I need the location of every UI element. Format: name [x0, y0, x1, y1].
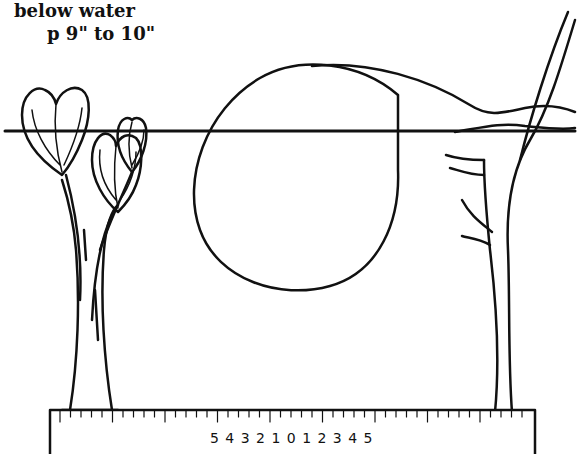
leaf: [92, 134, 141, 212]
water-line: [5, 130, 575, 133]
ruler-tick: [154, 410, 155, 417]
ruler-tick: [238, 410, 239, 417]
plant-stem: [84, 230, 98, 340]
leaf-vein: [32, 104, 82, 172]
plant-stem: [66, 175, 80, 300]
ruler-tick: [143, 410, 144, 417]
ruler-tick: [353, 410, 354, 417]
ruler-tick: [500, 410, 501, 417]
ruler-numbers: 5 4 3 2 1 0 1 2 3 4 5: [208, 430, 375, 446]
ruler: [50, 410, 535, 454]
ruler-ticks: [60, 410, 522, 422]
tree-trunk: [508, 20, 575, 412]
ruler-tick: [133, 410, 134, 417]
ruler-tick: [80, 410, 81, 417]
ruler-tick: [448, 410, 449, 417]
ruler-tick: [164, 410, 165, 422]
ruler-tick: [521, 410, 522, 417]
ruler-tick: [458, 410, 459, 417]
tree-trunk: [484, 160, 497, 412]
ruler-tick: [227, 410, 228, 417]
leaf: [118, 118, 147, 172]
leaf-vein: [100, 146, 136, 208]
ruler-tick: [59, 410, 60, 422]
ruler-tick: [479, 410, 480, 422]
ruler-tick: [311, 410, 312, 417]
ruler-tick: [185, 410, 186, 417]
ruler-tick: [437, 410, 438, 417]
ruler-tick: [364, 410, 365, 417]
ruler-tick: [511, 410, 512, 417]
ruler-tick: [269, 410, 270, 422]
ruler-tick: [248, 410, 249, 417]
heading-text: below water: [14, 0, 135, 22]
ruler-tick: [322, 410, 323, 422]
ruler-tick: [217, 410, 218, 422]
ruler-tick: [427, 410, 428, 422]
leaf: [22, 88, 89, 175]
ruler-tick: [122, 410, 123, 417]
ruler-tick: [374, 410, 375, 422]
ruler-tick: [70, 410, 71, 417]
heading-text: p 9" to 10": [47, 23, 155, 45]
ruler-tick: [343, 410, 344, 417]
ruler-tick: [490, 410, 491, 417]
ruler-tick: [112, 410, 113, 422]
tree-branch: [520, 12, 568, 160]
ruler-tick: [469, 410, 470, 417]
ruler-tick: [101, 410, 102, 417]
ruler-tick: [196, 410, 197, 417]
tree-branch: [462, 200, 492, 245]
ruler-tick: [259, 410, 260, 417]
leaf-vein: [129, 122, 144, 168]
ruler-tick: [206, 410, 207, 417]
ruler-tick: [175, 410, 176, 417]
ruler-tick: [332, 410, 333, 417]
ruler-tick: [91, 410, 92, 417]
ruler-tick: [280, 410, 281, 417]
ruler-tick: [416, 410, 417, 417]
teardrop-outline: [194, 65, 398, 291]
ruler-tick: [385, 410, 386, 417]
ruler-tick: [395, 410, 396, 417]
ruler-tick: [406, 410, 407, 417]
tree-branch: [446, 155, 484, 175]
ruler-tick: [290, 410, 291, 417]
ruler-tick: [301, 410, 302, 417]
